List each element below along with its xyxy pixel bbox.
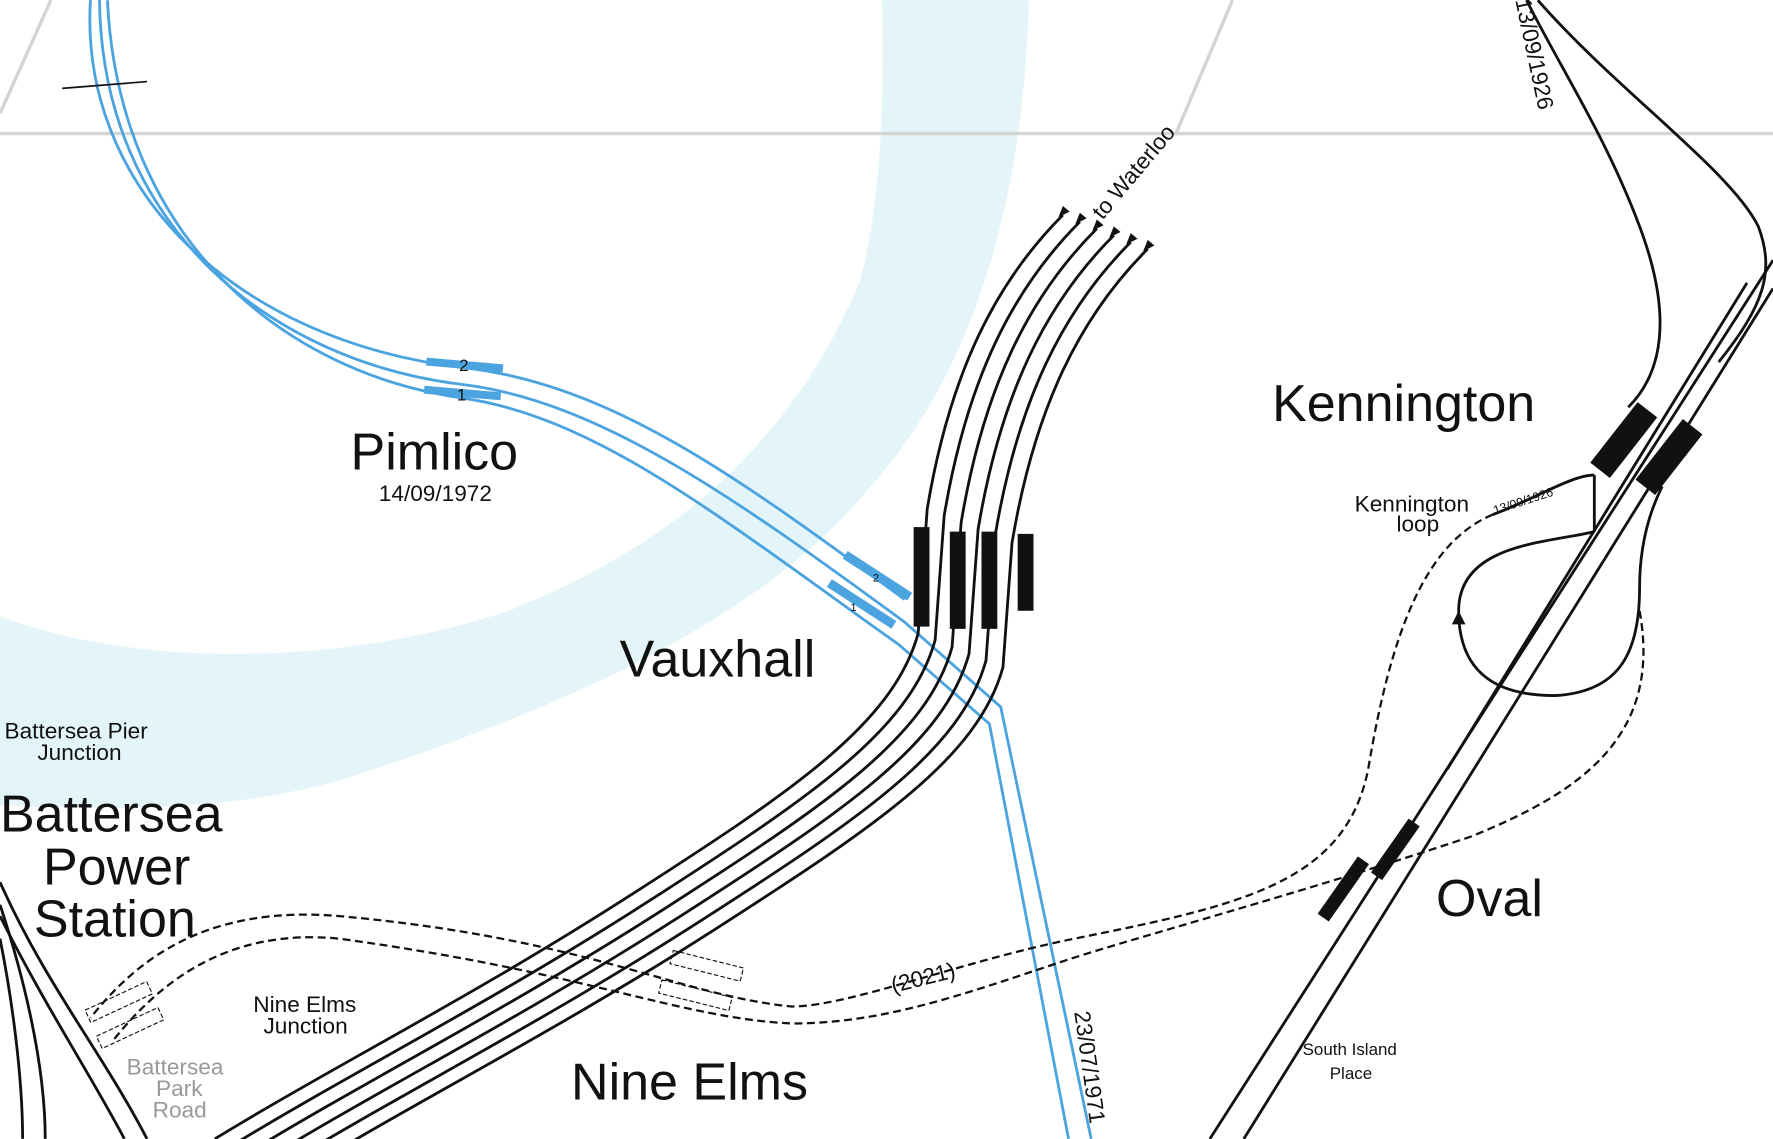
kennington-loop-label: loop — [1396, 512, 1439, 537]
main-line-track — [240, 220, 1081, 1139]
station-label-oval: Oval — [1436, 870, 1543, 928]
platform-number: 1 — [457, 385, 466, 404]
arrow-icon — [1109, 226, 1121, 238]
arrow-icon — [1143, 239, 1155, 252]
label-line: Station — [34, 890, 196, 948]
label-line: Power — [43, 838, 190, 896]
kennington-loop-label: Kennington — [1355, 491, 1469, 516]
station-label-south-island-place: Place — [1330, 1064, 1372, 1083]
main-line-track — [296, 234, 1115, 1139]
station-label-battersea-park-road: Road — [153, 1097, 207, 1122]
arrow-icon — [1075, 212, 1087, 225]
station-label-nine-elms: Nine Elms — [571, 1053, 808, 1111]
loop-date: 13/09/1926 — [1491, 485, 1555, 518]
vauxhall-platforms — [913, 527, 1034, 629]
road-line — [0, 0, 53, 114]
nine-elms-platforms — [84, 949, 745, 1050]
main-line-track — [325, 241, 1132, 1139]
extension-year-label: (2021) — [888, 958, 957, 998]
road-line — [1174, 0, 1235, 135]
vauxhall-victoria-platforms: 2 1 — [826, 550, 913, 629]
pimlico-platforms: 2 1 — [423, 356, 504, 404]
platform-number: 1 — [850, 602, 856, 614]
station-label-battersea-park-road: Battersea — [127, 1054, 224, 1079]
main-line-track — [214, 214, 1064, 1139]
platform-number: 2 — [873, 572, 879, 584]
station-label-south-island-place: South Island — [1303, 1040, 1397, 1059]
station-label-vauxhall: Vauxhall — [620, 630, 816, 688]
arrow-icon — [1058, 205, 1070, 218]
arrow-icon — [1126, 233, 1138, 245]
label-line: Battersea — [0, 785, 223, 843]
main-line-track — [353, 247, 1149, 1139]
junction-label: Battersea Pier — [5, 719, 149, 744]
kennington-platforms — [1317, 402, 1703, 922]
arrow-icon — [1092, 219, 1104, 231]
to-waterloo-label: to Waterloo — [1087, 120, 1180, 224]
main-line-tracks — [214, 205, 1155, 1139]
main-line-track — [268, 227, 1098, 1139]
junction-label: Nine Elms — [253, 992, 356, 1017]
station-label-kennington: Kennington — [1272, 375, 1535, 433]
station-date-pimlico: 14/09/1972 — [379, 481, 492, 506]
battersea-tracks — [0, 881, 149, 1139]
platform-number: 2 — [459, 356, 468, 375]
station-label-pimlico: Pimlico — [351, 423, 519, 481]
junction-label: Junction — [263, 1014, 347, 1039]
junction-label: Junction — [37, 740, 121, 765]
station-label-battersea-park-road: Park — [156, 1076, 203, 1101]
station-label-battersea-power-station: Battersea Power Station — [0, 785, 223, 948]
river-thames — [0, 0, 1029, 808]
